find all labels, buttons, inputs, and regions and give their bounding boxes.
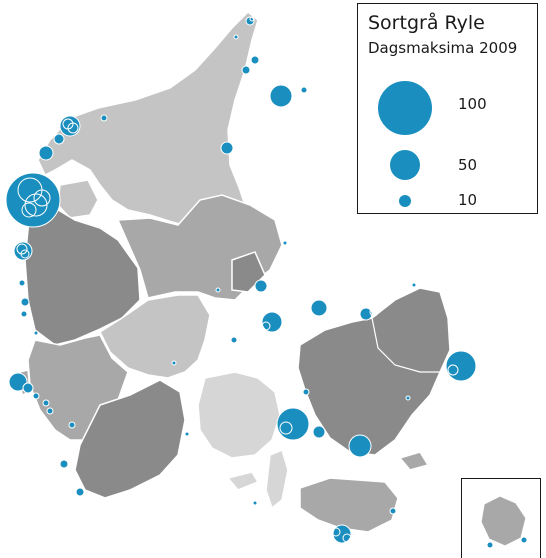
legend-label-small: 10 <box>458 191 478 209</box>
obs-circle <box>75 487 85 497</box>
island-moen <box>398 451 430 471</box>
obs-circle <box>250 55 260 65</box>
obs-circle <box>310 299 328 317</box>
obs-circle <box>20 310 28 318</box>
obs-circle <box>389 507 397 515</box>
obs-circle <box>22 382 34 394</box>
obs-circle <box>245 16 255 26</box>
obs-circle <box>261 321 271 331</box>
island-langeland <box>265 448 289 510</box>
obs-circle <box>184 431 190 437</box>
region-lolland-falster <box>299 477 399 533</box>
legend-title: Sortgrå Ryle <box>368 12 485 34</box>
region-border <box>371 317 440 373</box>
island-mors <box>57 179 99 219</box>
legend-symbols <box>378 81 432 207</box>
island-aeroe <box>226 471 260 491</box>
map-legend: Sortgrå Ryle Dagsmaksima 2009 100 50 10 <box>357 3 538 214</box>
obs-circle <box>405 395 411 401</box>
region-fyn <box>197 371 281 459</box>
obs-circle <box>252 500 258 506</box>
obs-circle <box>300 86 308 94</box>
obs-circle <box>332 524 352 544</box>
obs-circle <box>46 407 54 415</box>
obs-circle <box>8 372 28 392</box>
obs-circle <box>59 459 69 469</box>
obs-circle <box>38 145 54 161</box>
region-soenderjylland <box>74 379 186 499</box>
obs-circle <box>348 434 372 458</box>
obs-circle <box>249 16 255 22</box>
legend-label-large: 100 <box>458 95 487 113</box>
obs-circle <box>447 364 459 376</box>
legend-label-medium: 50 <box>458 156 478 174</box>
obs-circle <box>24 193 48 217</box>
obs-circle <box>276 407 310 441</box>
obs-circle <box>171 360 177 366</box>
obs-circle <box>20 297 30 307</box>
obs-circle <box>279 421 293 435</box>
legend-circle-large <box>378 81 432 135</box>
obs-circle <box>100 114 108 122</box>
obs-circle <box>342 533 352 543</box>
obs-circle <box>67 122 79 134</box>
obs-circle <box>269 84 293 108</box>
region-sjaelland <box>297 287 451 456</box>
bornholm-inset-frame <box>461 478 541 558</box>
obs-circle <box>18 279 26 287</box>
obs-circle <box>5 172 61 228</box>
obs-circle <box>59 115 81 137</box>
obs-circle <box>302 388 310 396</box>
obs-circle <box>282 240 288 246</box>
obs-circle <box>312 425 326 439</box>
obs-circle <box>359 307 373 321</box>
obs-circle <box>16 243 28 255</box>
obs-circle <box>254 279 268 293</box>
obs-circle <box>33 330 39 336</box>
obs-circle <box>241 65 251 75</box>
obs-circle <box>13 241 33 261</box>
obs-circle <box>20 249 30 259</box>
obs-circle <box>233 34 239 40</box>
obs-circle <box>33 189 51 207</box>
obs-circle <box>53 133 65 145</box>
obs-circle <box>411 282 417 288</box>
obs-circle <box>42 399 50 407</box>
obs-circle <box>331 527 341 537</box>
obs-circle <box>445 350 477 382</box>
observation-symbols <box>5 16 527 548</box>
obs-circle <box>21 202 37 218</box>
obs-circle <box>369 307 379 317</box>
obs-circle <box>215 287 221 293</box>
region-sydoestjylland <box>99 294 211 379</box>
obs-circle <box>32 392 40 400</box>
obs-circle <box>261 311 283 333</box>
legend-circle-medium <box>390 150 420 180</box>
obs-circle <box>68 421 76 429</box>
obs-circle <box>220 141 234 155</box>
obs-circle <box>230 336 238 344</box>
legend-subtitle: Dagsmaksima 2009 <box>368 39 518 57</box>
legend-circle-small <box>399 195 411 207</box>
region-nordjylland <box>37 10 259 229</box>
